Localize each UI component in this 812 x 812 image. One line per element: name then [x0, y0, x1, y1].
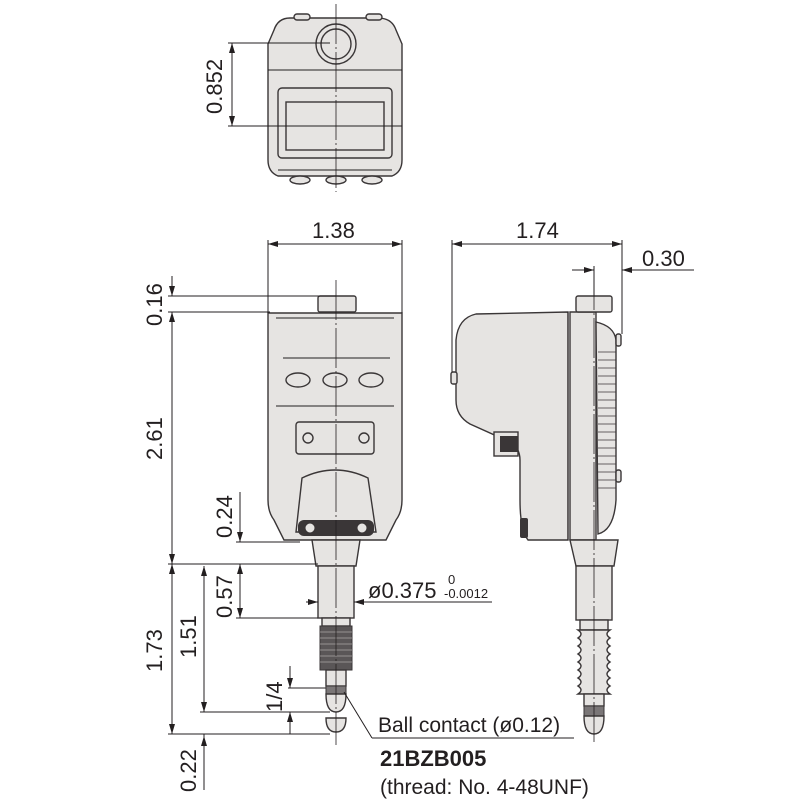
tol-upper: 0 [448, 572, 455, 587]
dim-261: 2.61 [142, 417, 167, 460]
dim-024: 0.24 [212, 495, 237, 538]
dim-173: 1.73 [142, 629, 167, 672]
part-number: 21BZB005 [380, 746, 486, 771]
dim-174: 1.74 [516, 218, 559, 243]
dim-0852: 0.852 [202, 59, 227, 114]
dim-057: 0.57 [212, 575, 237, 618]
dim-stem-diameter: ø0.375 [368, 578, 437, 603]
ball-contact-label: Ball contact (ø0.12) [378, 714, 560, 737]
dim-quarter: 1/4 [262, 681, 287, 712]
dim-138: 1.38 [312, 218, 355, 243]
front-view: 1.38 0.16 2.61 0.24 0.57 ø0.375 0 -0.001… [142, 218, 574, 792]
dim-022: 0.22 [176, 749, 201, 792]
dim-016: 0.16 [142, 283, 167, 326]
top-view: 0.852 [202, 4, 403, 192]
side-view: 1.74 0.30 [450, 218, 694, 745]
dim-030: 0.30 [642, 246, 685, 271]
dim-151: 1.51 [176, 615, 201, 658]
thread-spec: (thread: No. 4-48UNF) [380, 776, 589, 799]
tol-lower: -0.0012 [444, 586, 488, 601]
